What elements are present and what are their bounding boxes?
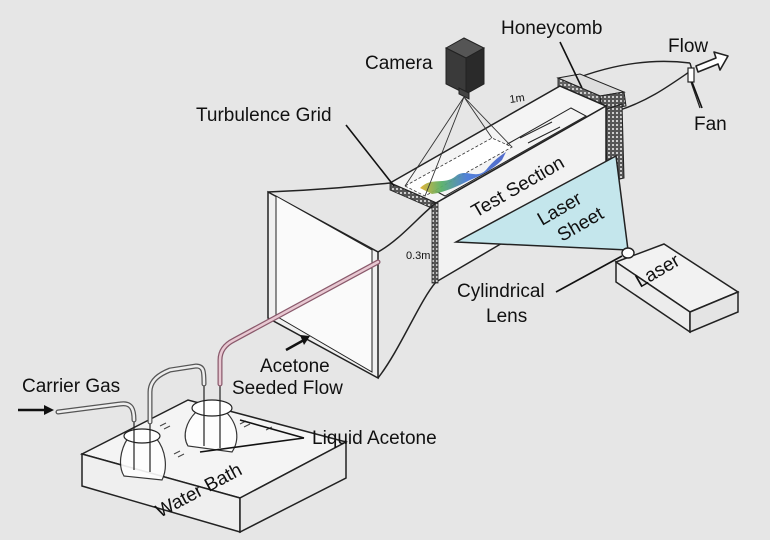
- carrier-gas-arrow-icon: [18, 405, 54, 415]
- cylindrical-lens-label-line1: Cylindrical: [457, 281, 545, 302]
- inlet-contraction: [267, 182, 437, 380]
- cylindrical-lens-icon: [621, 247, 635, 259]
- fan-label: Fan: [694, 114, 727, 135]
- leader-lines: [199, 41, 703, 453]
- laser-box: [614, 243, 740, 334]
- cylindrical-lens-label-line2: Lens: [486, 306, 527, 327]
- seeded-flow-arrow-icon: [285, 335, 310, 352]
- flow-label: Flow: [668, 36, 708, 57]
- acetone-flow-label-line1: Acetone: [260, 356, 330, 377]
- flask-left: [119, 420, 166, 481]
- connecting-tube-inner: [148, 364, 206, 424]
- fan-icon: [687, 67, 701, 109]
- acetone-flow-label-line2: Seeded Flow: [232, 378, 343, 399]
- height-dimension-label: 0.3m: [406, 250, 430, 262]
- liquid-acetone-label: Liquid Acetone: [312, 428, 437, 449]
- flow-arrow-icon: [695, 51, 729, 73]
- camera-view-lines: [404, 96, 513, 197]
- camera-icon: [444, 37, 486, 100]
- length-dimension-label: 1m: [509, 92, 526, 106]
- flask-right: [184, 384, 238, 453]
- carrier-gas-tube-inner: [56, 402, 136, 422]
- honeycomb-label: Honeycomb: [501, 18, 602, 39]
- seeded-flow-tube-inner: [218, 260, 380, 386]
- laser-sheet: [453, 154, 629, 251]
- carrier-gas-label: Carrier Gas: [22, 376, 120, 397]
- camera-label: Camera: [365, 53, 433, 74]
- turbulence-grid-label: Turbulence Grid: [196, 105, 332, 126]
